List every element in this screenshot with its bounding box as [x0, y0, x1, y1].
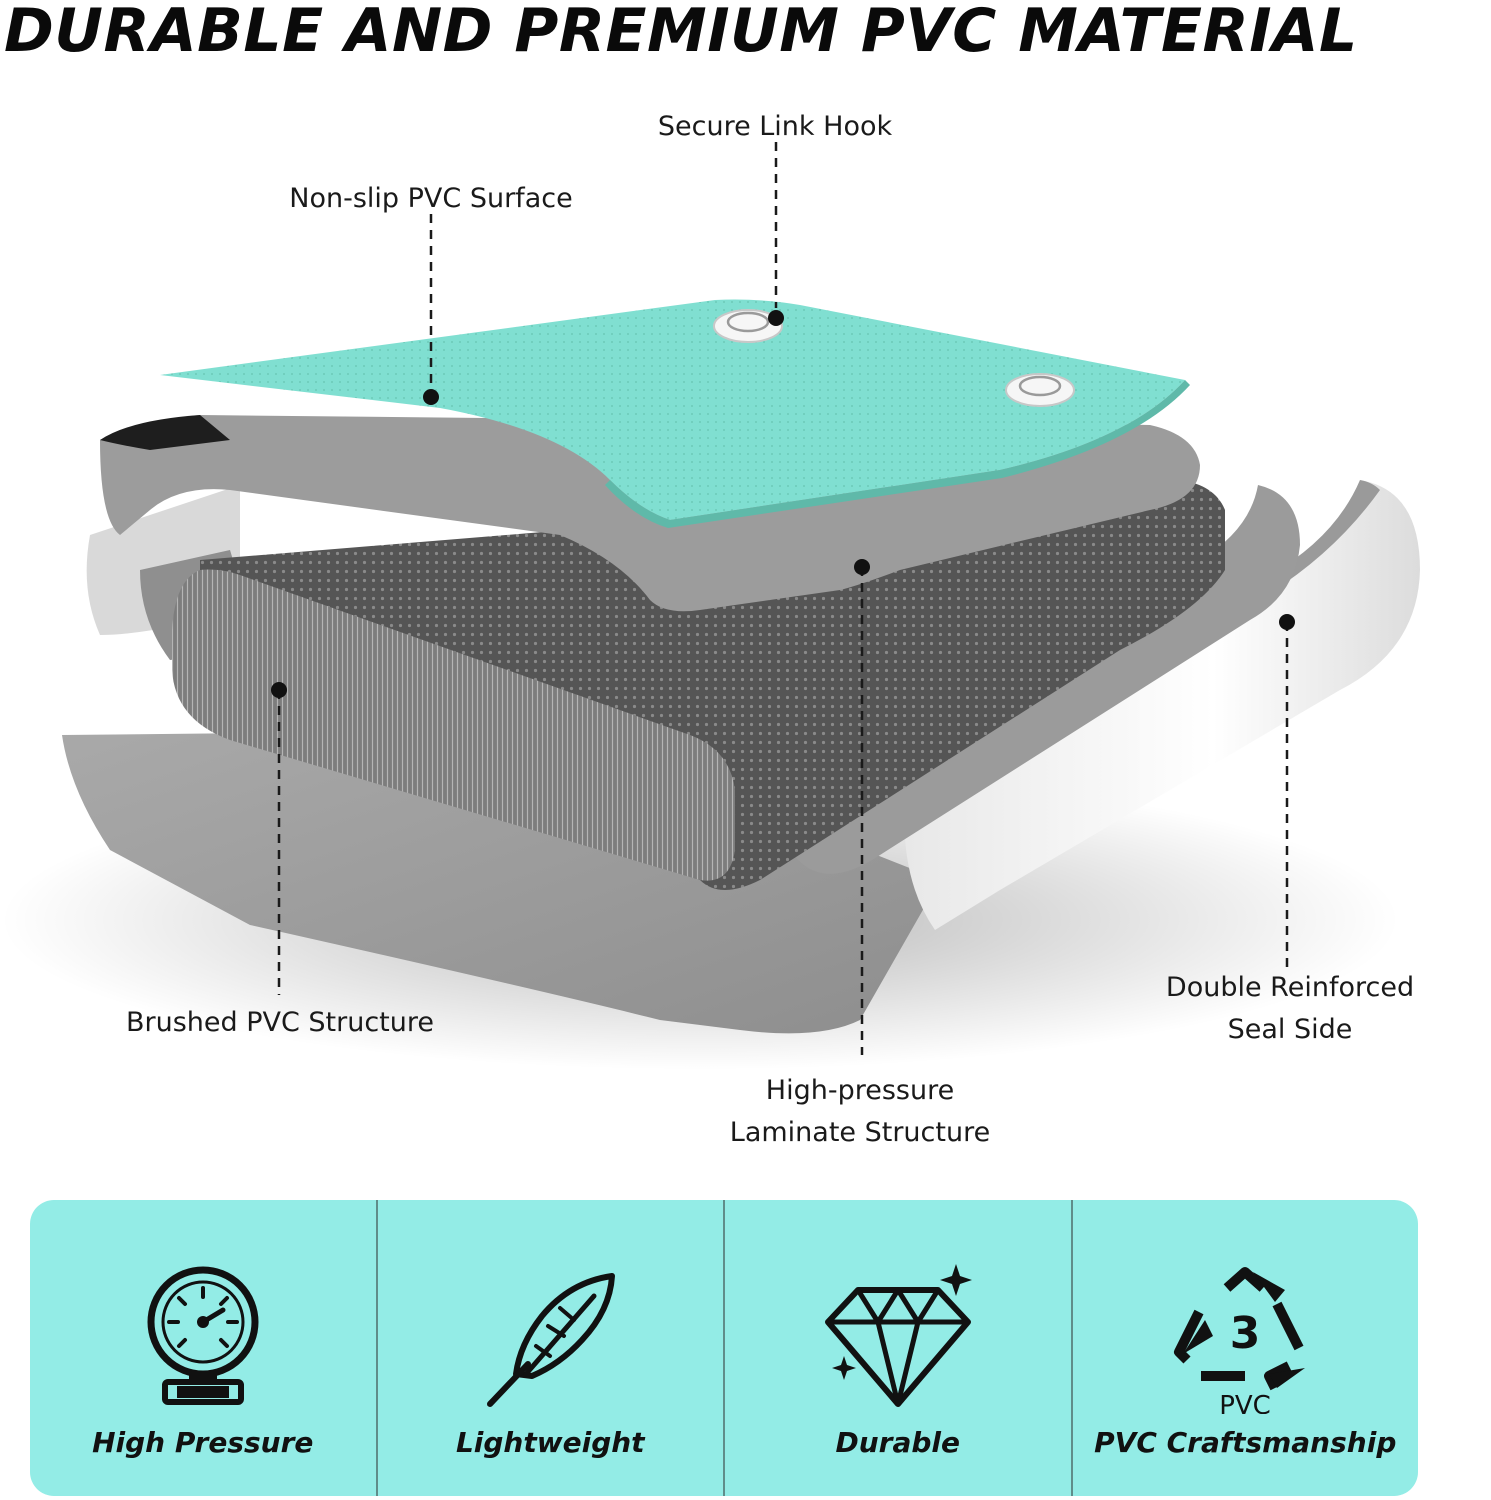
- feature-pvc-craftsmanship: 3 PVC PVC Craftsmanship: [1073, 1200, 1419, 1496]
- feather-icon: [487, 1273, 616, 1407]
- feature-label: PVC Craftsmanship: [1094, 1426, 1397, 1459]
- leader-lines: [277, 142, 1289, 1055]
- pressure-gauge-icon: [147, 1266, 259, 1405]
- secure-link-hook-1: [713, 309, 783, 343]
- callout-text: Brushed PVC Structure: [125, 1007, 435, 1038]
- callout-non-slip-surface: Non-slip PVC Surface: [270, 178, 592, 220]
- secure-link-hook-2: [1005, 373, 1075, 407]
- callout-text-line-1: Double Reinforced: [1165, 972, 1415, 1003]
- recycle-3-pvc-icon: 3 PVC: [1174, 1267, 1306, 1414]
- callout-secure-link-hook: Secure Link Hook: [640, 106, 910, 148]
- brushed-pvc-structure: [172, 569, 735, 881]
- non-slip-pvc-surface: [160, 299, 1185, 520]
- feature-high-pressure: High Pressure: [30, 1200, 378, 1496]
- feature-lightweight: Lightweight: [378, 1200, 725, 1496]
- feature-label: High Pressure: [92, 1426, 314, 1459]
- double-reinforced-seal-side: [904, 480, 1420, 930]
- callout-text: Non-slip PVC Surface: [289, 183, 573, 214]
- callout-text: Secure Link Hook: [657, 111, 893, 142]
- recycle-text: PVC: [1219, 1391, 1271, 1414]
- callout-text-line-1: High-pressure: [765, 1075, 955, 1106]
- recycle-number: 3: [1230, 1308, 1261, 1359]
- diamond-icon: [824, 1264, 972, 1407]
- callout-seal-side: Double Reinforced Seal Side: [1140, 967, 1440, 1051]
- callout-laminate-structure: High-pressure Laminate Structure: [710, 1070, 1010, 1154]
- feature-label: Lightweight: [455, 1426, 645, 1459]
- leader-dots: [271, 310, 1295, 698]
- material-layers-diagram: Secure Link Hook Non-slip PVC Surface Br…: [0, 90, 1491, 1190]
- callout-text-line-2: Seal Side: [1227, 1014, 1353, 1045]
- layers-illustration: [0, 142, 1420, 1070]
- feature-label: Durable: [835, 1426, 960, 1459]
- headline: DURABLE AND PREMIUM PVC MATERIAL: [4, 0, 1358, 66]
- callout-text-line-2: Laminate Structure: [729, 1117, 991, 1148]
- features-panel: High Pressure Lightweight Durable: [30, 1200, 1418, 1496]
- feature-durable: Durable: [725, 1200, 1073, 1496]
- callout-brushed-structure: Brushed PVC Structure: [110, 1002, 450, 1044]
